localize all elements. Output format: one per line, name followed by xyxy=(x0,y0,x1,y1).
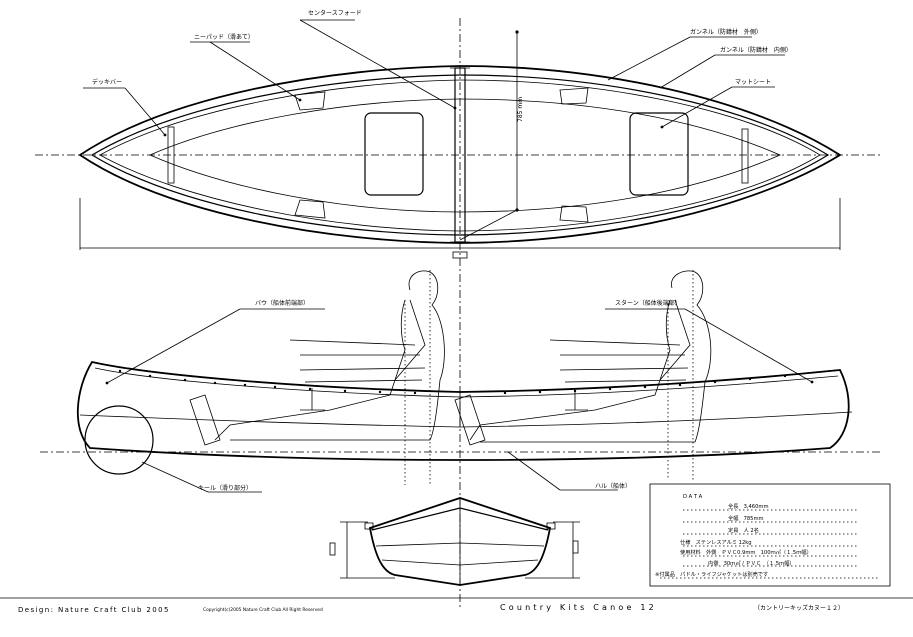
data-row-material-inner: 内側 30ｍ㎡ / ＰＶＣ （１.5ｍ幅） xyxy=(708,559,795,567)
drawing-title: Country Kits Canoe 12 xyxy=(500,603,657,612)
data-row-capacity: 定員 人 2名 xyxy=(728,526,759,534)
beam-dimension: 785 mm xyxy=(517,97,524,122)
knee-pad-2 xyxy=(294,199,326,219)
hull-section xyxy=(368,497,552,586)
deck-bar-stern xyxy=(741,128,749,184)
knee-pad-3 xyxy=(559,87,589,105)
knee-pad-1 xyxy=(294,91,326,111)
data-table: D A T A 全長 3,460mm 全幅 785mm 定員 人 2名 仕様 ス… xyxy=(649,483,891,587)
design-credit: Design: Nature Craft Club 2005 xyxy=(18,606,170,614)
paddler-rear xyxy=(454,270,712,446)
data-row-length: 全長 3,460mm xyxy=(728,502,769,510)
hull-outline-plan xyxy=(78,65,842,244)
label-bow: バウ（船体前端部） xyxy=(255,299,309,307)
label-deck-bar: デッキバー xyxy=(92,78,122,86)
label-knee-pad: ニーパッド（滑あて） xyxy=(194,33,254,41)
gunwale-inner-plan xyxy=(90,74,830,236)
label-hull: ハル（船体） xyxy=(595,482,631,490)
label-center-thwart: センタースフォード xyxy=(308,9,362,17)
plan-view: 785 mm センタースフォード ニーパッド（滑あて） デッキバー ガンネル（防… xyxy=(35,9,880,610)
copyright: Copyright(c)2005 Nature Craft Club All R… xyxy=(203,607,323,613)
data-row-accessories: ※付属品 パドル・ライフジャケットは別売です xyxy=(655,570,768,578)
data-row-material-outer: 使用材料 外側 ＰＶＣ0.9mm 100ｍ㎡（１.5ｍ幅） xyxy=(680,548,812,556)
label-gunwale-inner: ガンネル（防錆材 内側） xyxy=(720,46,792,54)
profile-view: バウ（船体前端部） スターン（船体後端部） キール（滑り部分） ハル（船体） xyxy=(40,270,880,493)
paddler-front xyxy=(189,270,445,446)
label-gunwale-outer: ガンネル（防錆材 外側） xyxy=(690,28,762,36)
mat-sheet-rear xyxy=(629,112,689,196)
keel-detail-circle xyxy=(84,405,154,475)
drawing-subtitle: （カントリーキッズカヌー１２） xyxy=(754,604,844,612)
footer: Design: Nature Craft Club 2005 Copyright… xyxy=(0,597,913,614)
knee-pad-4 xyxy=(559,205,589,223)
label-stern: スターン（船体後端部） xyxy=(615,299,681,307)
section-view xyxy=(329,497,580,586)
data-row-beam: 全幅 785mm xyxy=(728,514,764,522)
deck-bar-bow xyxy=(167,126,175,184)
data-heading: D A T A xyxy=(683,494,703,500)
data-row-spec: 仕様 ステンレスアルミ 12kg xyxy=(680,538,752,546)
mat-sheet-front xyxy=(364,112,424,196)
label-mat-sheet: マットシート xyxy=(735,79,771,86)
label-keel: キール（滑り部分） xyxy=(198,484,252,492)
